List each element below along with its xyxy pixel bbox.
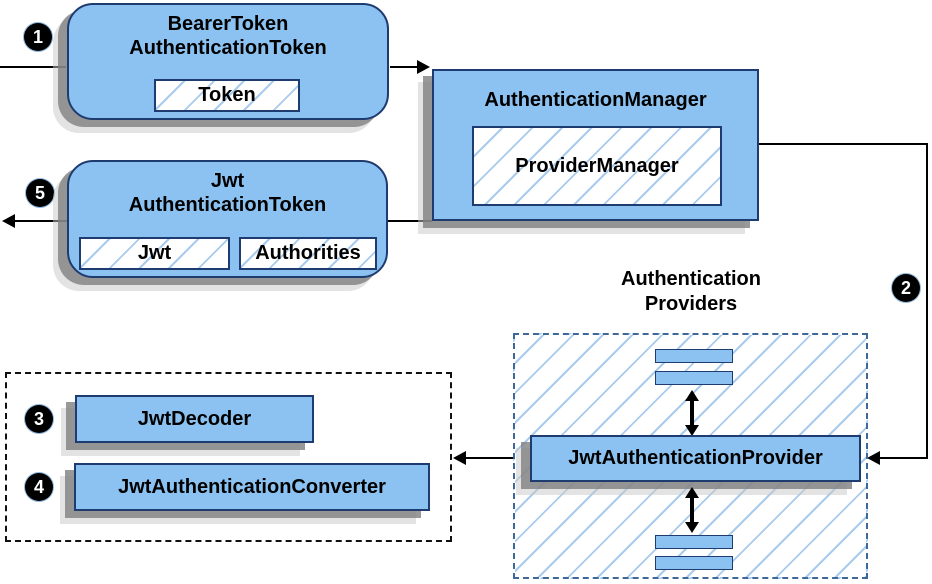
arrowhead-into-manager-icon bbox=[417, 60, 430, 74]
step1-number: 1 bbox=[32, 26, 43, 47]
jwt-authentication-provider-label: JwtAuthenticationProvider bbox=[568, 447, 823, 469]
jwt-inner-box: Jwt bbox=[79, 237, 230, 270]
step2-number: 2 bbox=[900, 277, 911, 298]
authentication-manager-title: AuthenticationManager bbox=[484, 89, 707, 111]
step5-number: 5 bbox=[34, 182, 45, 203]
double-arrow-top-up-tip bbox=[685, 390, 699, 401]
provider-placeholder-bar-bottom-1 bbox=[655, 535, 733, 549]
providers-label-line1: Authentication bbox=[621, 268, 761, 290]
step5-badge: 5 bbox=[26, 179, 54, 207]
flow-line-step2-horizontal bbox=[759, 143, 928, 145]
provider-placeholder-bar-top-1 bbox=[655, 349, 733, 363]
jwt-label: Jwt bbox=[137, 242, 172, 264]
double-arrow-top-down-tip bbox=[685, 425, 699, 436]
authentication-manager-box: AuthenticationManager ProviderManager bbox=[432, 69, 759, 221]
bearer-token-title-line1: BearerToken bbox=[167, 13, 289, 35]
providers-label-line2: Providers bbox=[644, 293, 738, 315]
token-label: Token bbox=[198, 84, 256, 106]
step4-badge: 4 bbox=[25, 473, 53, 501]
step3-number: 3 bbox=[33, 408, 44, 429]
token-inner-box: Token bbox=[154, 79, 300, 112]
step4-number: 4 bbox=[33, 476, 44, 497]
arrowhead-step5-out-icon bbox=[2, 214, 15, 228]
double-arrow-bottom-down-tip bbox=[685, 522, 699, 533]
authorities-label: Authorities bbox=[255, 242, 361, 264]
jwt-token-box-title: Jwt AuthenticationToken bbox=[69, 169, 386, 217]
bearer-token-authentication-token-box: BearerToken AuthenticationToken Token bbox=[67, 3, 389, 120]
double-arrow-top-icon bbox=[685, 390, 699, 436]
jwt-authentication-provider-box: JwtAuthenticationProvider bbox=[530, 435, 861, 482]
flow-line-step2-into-provider bbox=[880, 457, 928, 459]
provider-placeholder-bar-bottom-2 bbox=[655, 556, 733, 570]
flow-line-bearer-to-manager bbox=[390, 66, 417, 68]
flow-line-provider-to-decoder bbox=[466, 457, 528, 459]
provider-placeholder-bar-top-2 bbox=[655, 371, 733, 385]
provider-manager-label: ProviderManager bbox=[515, 154, 679, 177]
jwt-decoder-box: JwtDecoder bbox=[75, 395, 314, 443]
authorities-inner-box: Authorities bbox=[239, 237, 377, 270]
bearer-token-box-title: BearerToken AuthenticationToken bbox=[69, 12, 387, 60]
arrowhead-into-providers-icon bbox=[867, 451, 880, 465]
double-arrow-top-stem bbox=[690, 398, 694, 428]
double-arrow-bottom-icon bbox=[685, 487, 699, 533]
authentication-providers-label: Authentication Providers bbox=[513, 267, 869, 317]
jwt-decoder-label: JwtDecoder bbox=[137, 407, 252, 430]
jwt-authentication-converter-label: JwtAuthenticationConverter bbox=[118, 475, 386, 498]
double-arrow-bottom-up-tip bbox=[685, 487, 699, 498]
bearer-token-title-line2: AuthenticationToken bbox=[129, 37, 327, 59]
step3-badge: 3 bbox=[25, 405, 53, 433]
arrowhead-into-decoder-group-icon bbox=[453, 451, 466, 465]
step1-badge: 1 bbox=[24, 23, 52, 51]
jwt-authentication-token-box: Jwt AuthenticationToken Jwt Authorities bbox=[67, 160, 388, 278]
decoder-converter-group-box: JwtDecoder JwtAuthenticationConverter bbox=[5, 372, 452, 542]
double-arrow-bottom-stem bbox=[690, 495, 694, 525]
jwt-token-title-line1: Jwt bbox=[210, 170, 245, 192]
flow-line-step1 bbox=[0, 66, 66, 68]
flow-line-manager-to-jwttoken bbox=[388, 220, 432, 222]
authentication-providers-group-box: JwtAuthenticationProvider bbox=[513, 333, 868, 579]
step2-badge: 2 bbox=[892, 274, 920, 302]
provider-manager-inner-box: ProviderManager bbox=[472, 126, 722, 206]
flow-line-step2-vertical bbox=[926, 143, 928, 459]
jwt-token-title-line2: AuthenticationToken bbox=[128, 194, 327, 216]
jwt-authentication-converter-box: JwtAuthenticationConverter bbox=[74, 463, 430, 511]
flow-line-step5-out bbox=[14, 220, 67, 222]
